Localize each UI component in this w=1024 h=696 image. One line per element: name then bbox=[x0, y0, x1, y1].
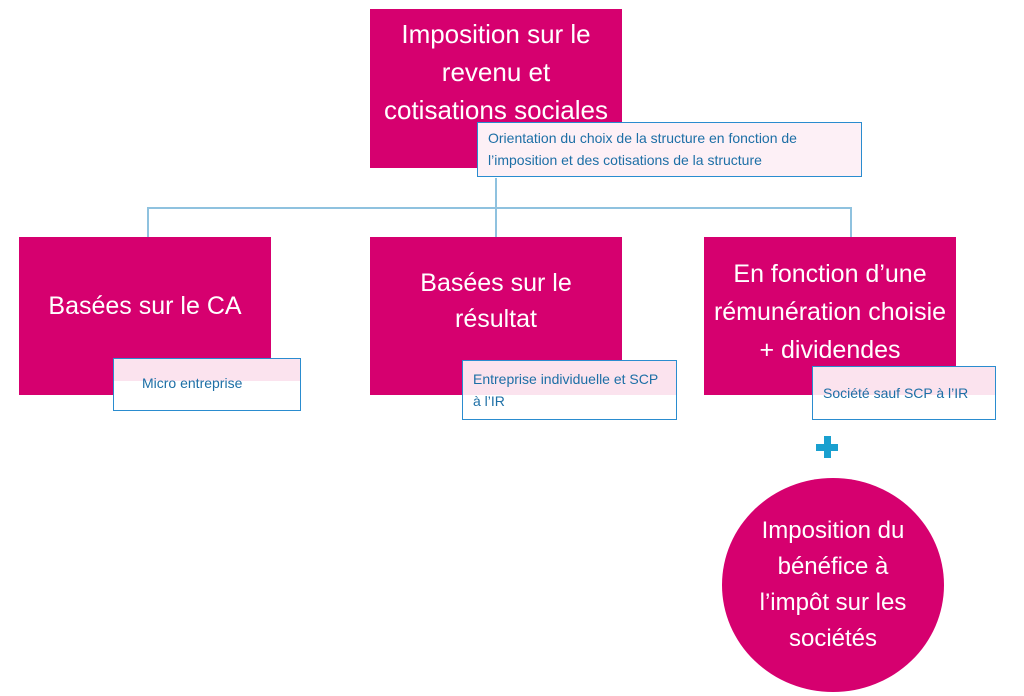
connector-horizontal bbox=[147, 207, 851, 209]
circle-text: Imposition du bénéfice à l’impôt sur les… bbox=[759, 517, 907, 652]
branch-node-resultat: Basées sur le résultat bbox=[370, 237, 622, 395]
connector-mid-down bbox=[495, 207, 497, 237]
plus-icon bbox=[816, 436, 838, 458]
root-title: Imposition sur le revenu et cotisations … bbox=[384, 19, 608, 125]
root-note: Orientation du choix de la structure en … bbox=[477, 122, 862, 177]
circle-node-is: Imposition du bénéfice à l’impôt sur les… bbox=[722, 478, 944, 692]
branch-note-resultat: Entreprise individuelle et SCP à l’IR bbox=[462, 360, 677, 420]
branch-title-remuneration: En fonction d’une rémunération choisie +… bbox=[713, 260, 947, 364]
connector-root-down bbox=[495, 178, 497, 208]
connector-left-down bbox=[147, 207, 149, 237]
branch-note-remuneration: Société sauf SCP à l’IR bbox=[812, 366, 996, 420]
branch-title-ca: Basées sur le CA bbox=[48, 292, 242, 320]
branch-title-resultat: Basées sur le résultat bbox=[420, 269, 572, 333]
connector-right-down bbox=[850, 207, 852, 237]
branch-note-ca: Micro entreprise bbox=[113, 358, 301, 411]
